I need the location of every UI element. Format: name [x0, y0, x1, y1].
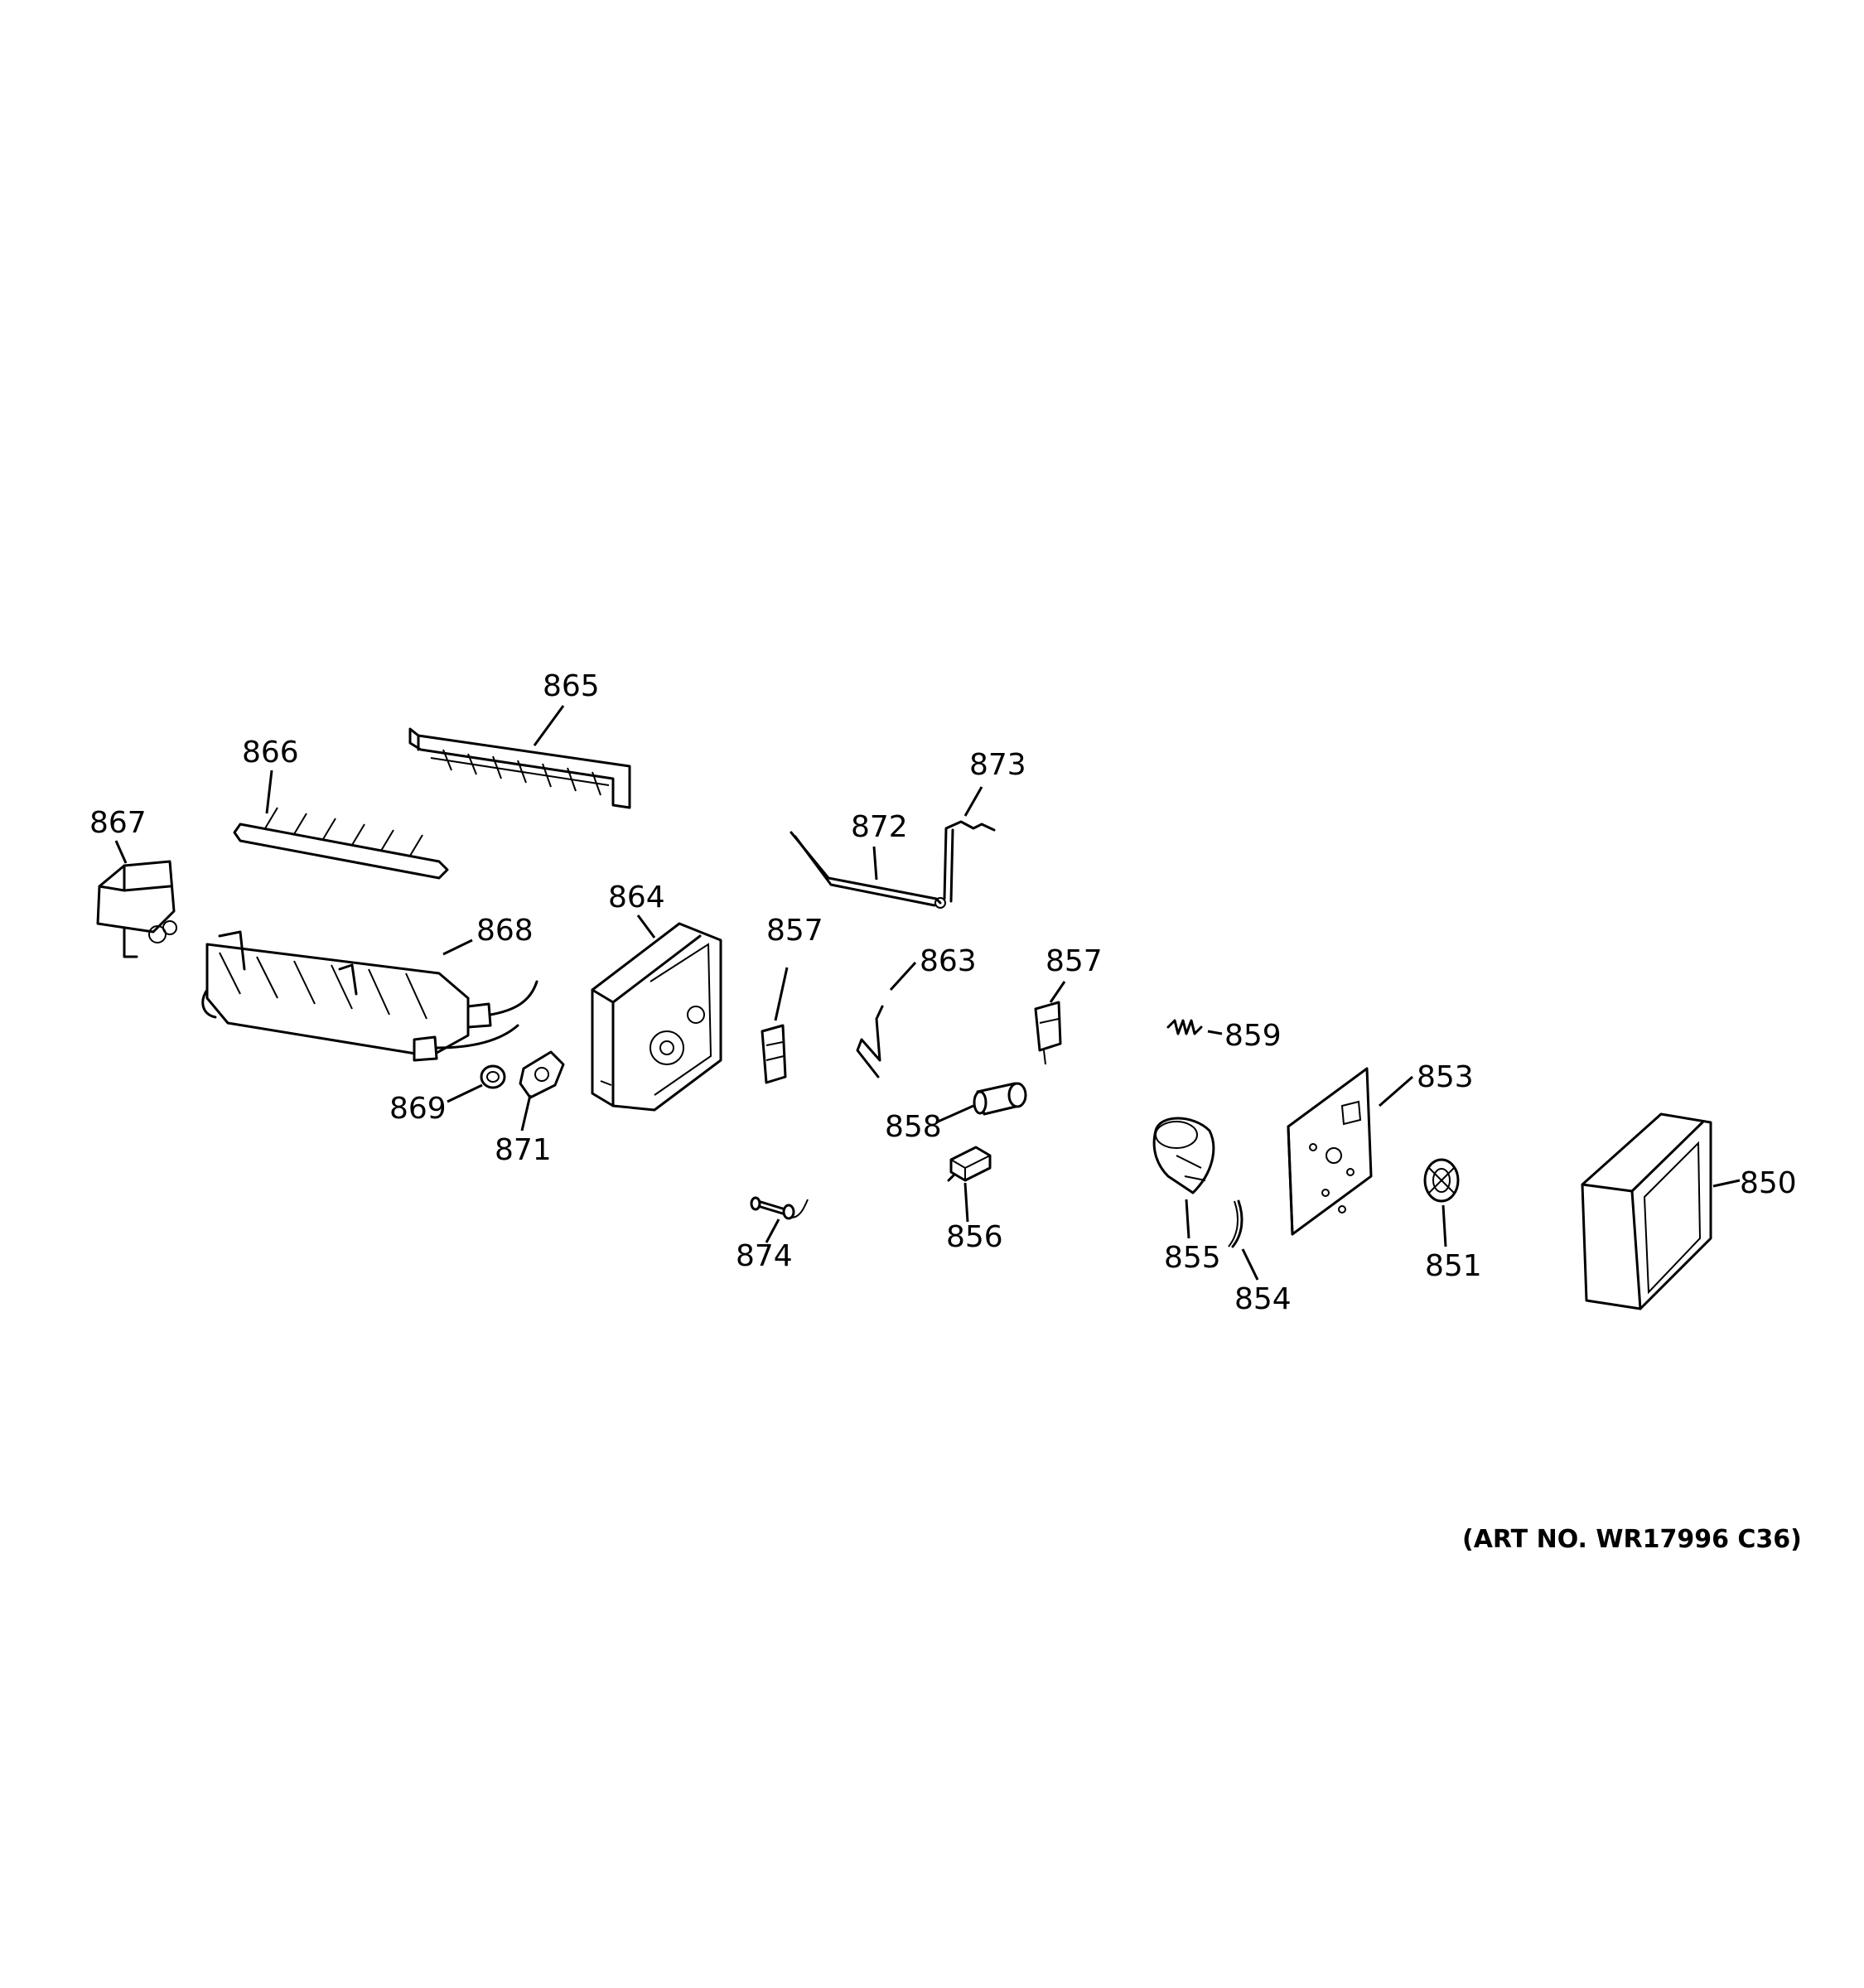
- part-855-motor: [1152, 1117, 1215, 1194]
- leader-854: [1241, 1248, 1259, 1281]
- callout-857a: 857: [766, 914, 823, 948]
- leader-872: [872, 846, 878, 881]
- callout-853: 853: [1417, 1060, 1474, 1094]
- part-872-feeler-arm: [790, 831, 946, 909]
- part-857-switch-right: [1034, 1001, 1062, 1065]
- leader-850: [1712, 1179, 1741, 1188]
- callout-871: 871: [495, 1133, 552, 1167]
- part-868-mold: [201, 930, 538, 1062]
- leader-857b: [1049, 981, 1066, 1003]
- part-851-gear: [1423, 1158, 1460, 1203]
- part-850-cover: [1581, 1112, 1712, 1310]
- callout-850: 850: [1740, 1166, 1797, 1200]
- callout-865: 865: [543, 669, 600, 703]
- callout-867: 867: [89, 806, 147, 840]
- leader-865: [533, 705, 565, 746]
- part-871-cam: [519, 1050, 565, 1099]
- callout-851: 851: [1425, 1249, 1482, 1283]
- part-874-pin: [750, 1196, 809, 1220]
- callout-864: 864: [608, 881, 665, 914]
- part-854-clip: [1228, 1199, 1243, 1248]
- leader-851: [1441, 1204, 1447, 1247]
- part-867-bracket: [96, 860, 177, 958]
- callout-874: 874: [736, 1239, 793, 1273]
- leader-859: [1207, 1030, 1223, 1035]
- leader-866: [265, 770, 273, 814]
- part-864-housing: [591, 922, 722, 1112]
- callout-868: 868: [476, 914, 534, 948]
- callout-855: 855: [1164, 1241, 1221, 1275]
- callout-859: 859: [1224, 1019, 1282, 1053]
- callout-866: 866: [242, 736, 299, 770]
- leader-868: [442, 939, 473, 956]
- art-number: (ART NO. WR17996 C36): [1462, 1525, 1802, 1554]
- part-853-mounting-plate: [1287, 1067, 1373, 1236]
- leader-855: [1185, 1199, 1190, 1239]
- part-869-fitting: [480, 1064, 506, 1089]
- part-865-stripper: [408, 727, 631, 809]
- leader-864: [636, 914, 656, 939]
- leader-873: [963, 786, 983, 817]
- callout-854: 854: [1234, 1282, 1292, 1316]
- part-873-wire: [943, 820, 996, 903]
- callout-863: 863: [920, 944, 977, 978]
- callout-856: 856: [946, 1220, 1003, 1254]
- part-866-ejector: [233, 807, 449, 880]
- part-857-switch-left: [761, 1024, 787, 1084]
- callout-858: 858: [885, 1110, 942, 1144]
- leader-853: [1379, 1075, 1413, 1107]
- part-859-spring: [1166, 1019, 1203, 1035]
- leader-856: [963, 1182, 969, 1223]
- callout-857b: 857: [1045, 944, 1103, 978]
- leader-871: [520, 1094, 532, 1132]
- callout-872: 872: [851, 810, 908, 844]
- part-856-connector: [947, 1146, 992, 1182]
- leader-857a: [774, 967, 789, 1021]
- leader-867: [114, 840, 128, 864]
- leader-858: [935, 1104, 974, 1124]
- callout-869: 869: [389, 1092, 447, 1126]
- callout-873: 873: [969, 748, 1026, 782]
- leader-869: [447, 1083, 483, 1103]
- part-858-thermostat: [973, 1082, 1027, 1116]
- leader-863: [889, 961, 917, 992]
- part-863-lever: [856, 1005, 884, 1078]
- leader-874: [765, 1218, 780, 1243]
